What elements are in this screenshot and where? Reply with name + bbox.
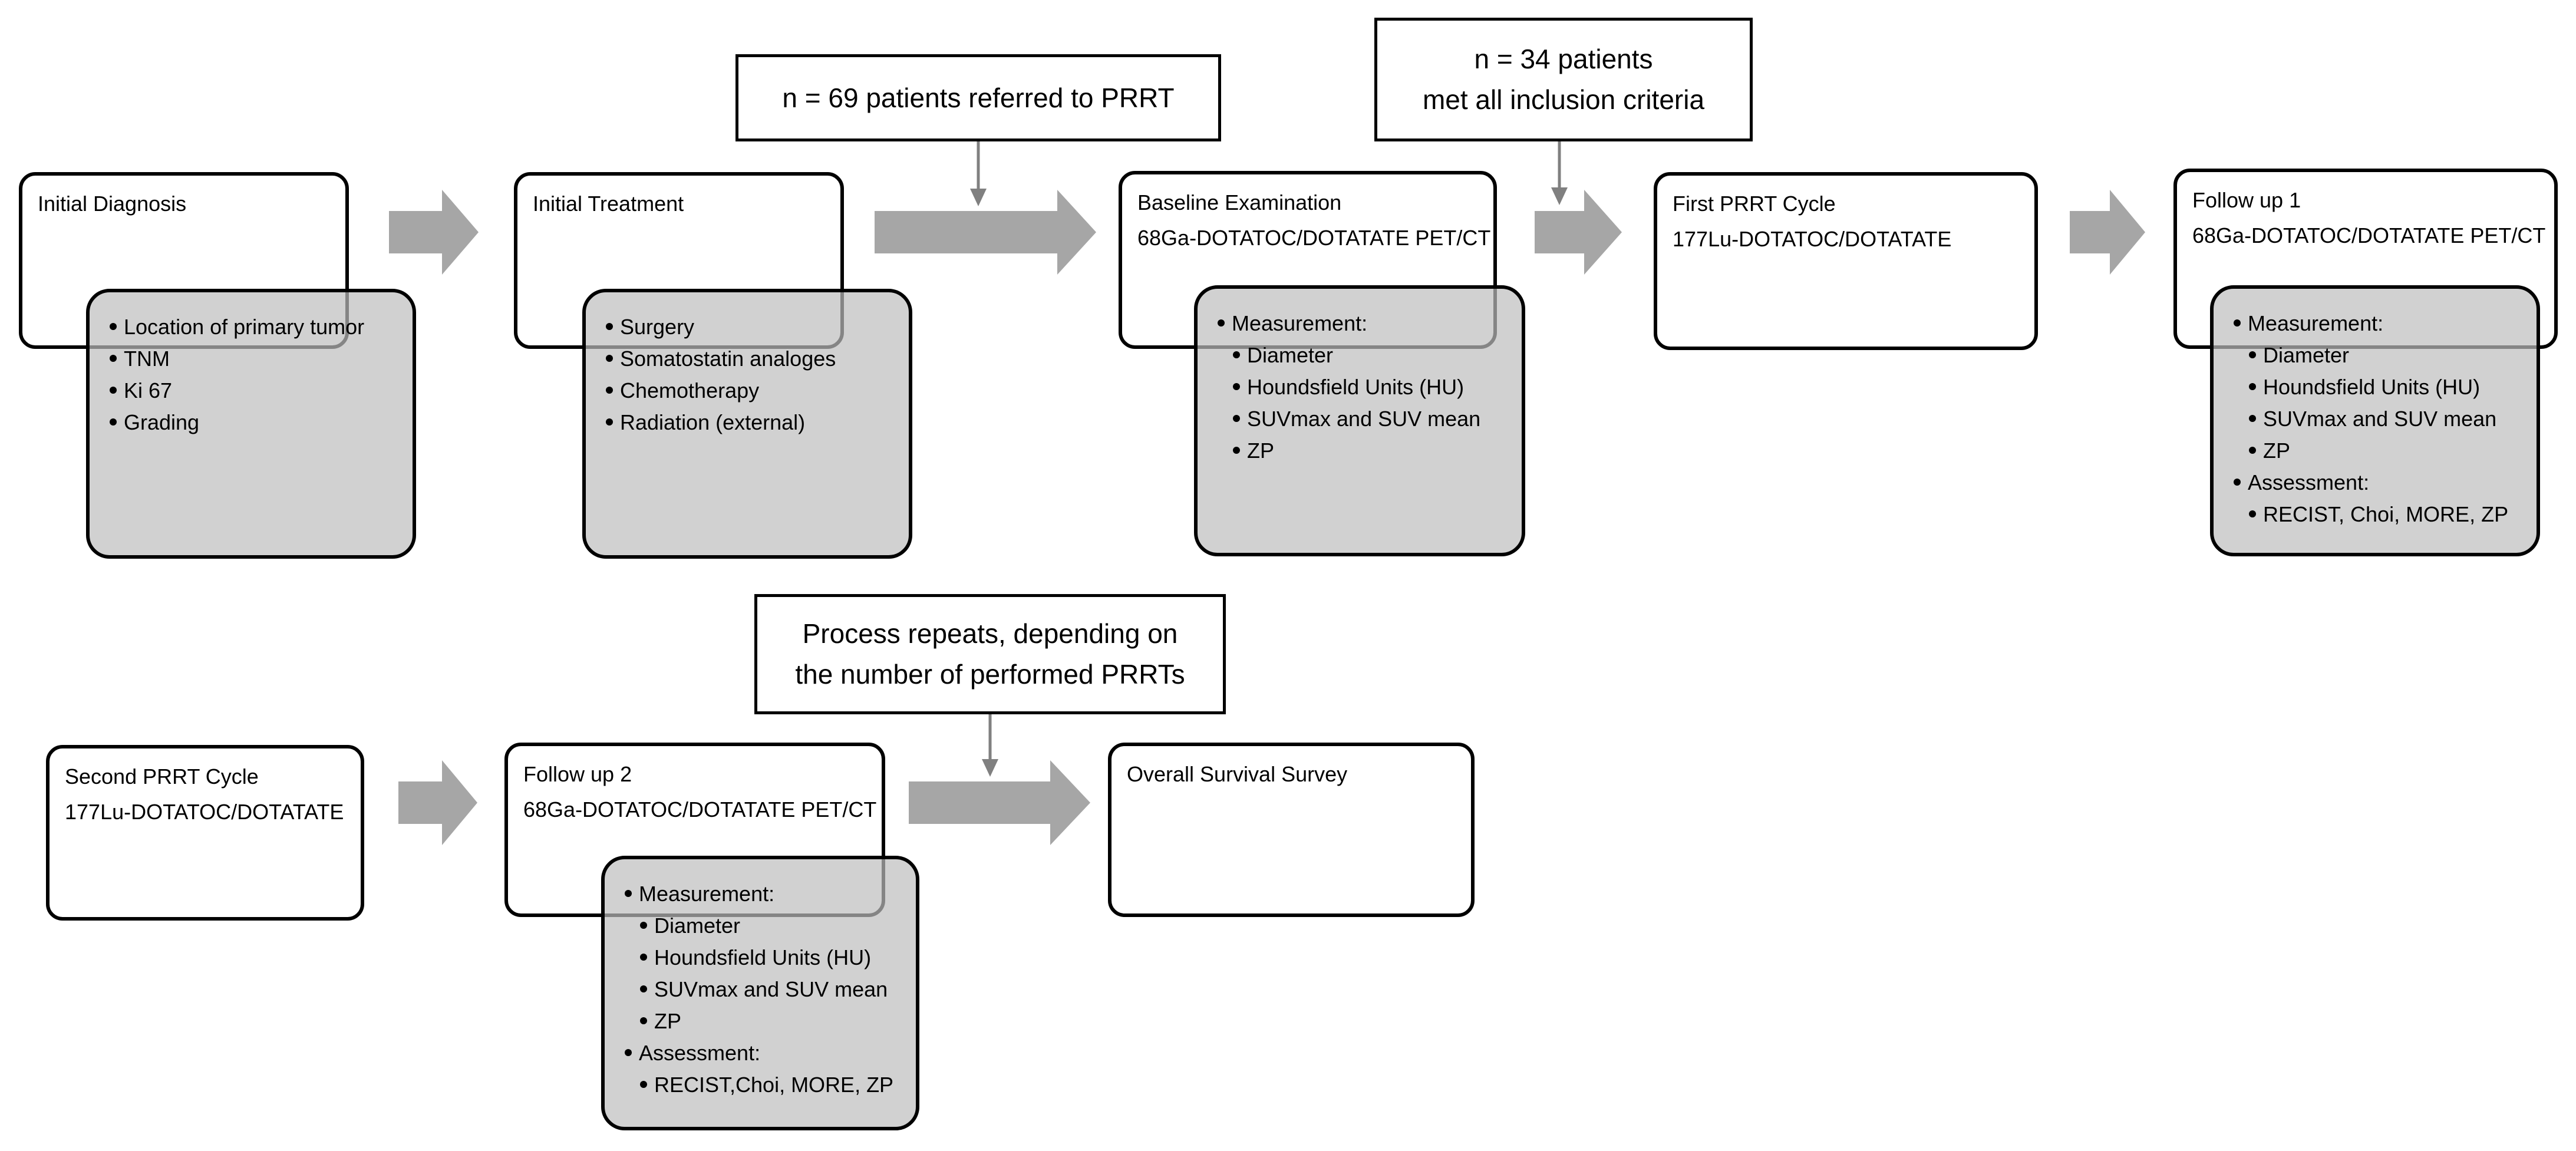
note-process-repeats: Process repeats, depending on the number… <box>754 594 1226 714</box>
list-item: Houndsfield Units (HU) <box>625 942 893 974</box>
follow-up-2-title: Follow up 2 <box>523 762 632 786</box>
bullet-icon <box>625 890 632 898</box>
list-item: ZP <box>1218 435 1480 467</box>
flow-arrow-6 <box>909 760 1090 845</box>
bullet-icon <box>640 1081 647 1089</box>
step-overall-survival-survey: Overall Survival Survey <box>1108 743 1475 917</box>
list-item: Assessment: <box>625 1037 893 1069</box>
list-item: ZP <box>2234 435 2508 467</box>
initial-treatment-details: Surgery Somatostatin analoges Chemothera… <box>582 289 912 559</box>
list-item: Houndsfield Units (HU) <box>1218 371 1480 403</box>
note-inclusion-criteria: n = 34 patients met all inclusion criter… <box>1374 18 1753 141</box>
baseline-details: Measurement: Diameter Houndsfield Units … <box>1194 285 1525 556</box>
bullet-icon <box>606 418 613 426</box>
first-prrt-title: First PRRT Cycle <box>1673 192 1836 216</box>
step-second-prrt-cycle: Second PRRT Cycle 177Lu-DOTATOC/DOTATATE <box>46 745 364 921</box>
bullet-icon <box>1233 415 1240 423</box>
list-item: ZP <box>625 1005 893 1037</box>
follow-up-2-subtitle: 68Ga-DOTATOC/DOTATATE PET/CT <box>523 797 877 822</box>
bullet-icon <box>2249 510 2256 518</box>
note-inclusion-line2: met all inclusion criteria <box>1422 84 1705 115</box>
initial-treatment-title: Initial Treatment <box>533 192 684 216</box>
note-patients-referred-text: n = 69 patients referred to PRRT <box>782 82 1175 113</box>
bullet-icon <box>2234 319 2241 327</box>
second-prrt-title: Second PRRT Cycle <box>65 764 259 789</box>
bullet-icon <box>640 985 647 993</box>
second-prrt-subtitle: 177Lu-DOTATOC/DOTATATE <box>65 800 344 824</box>
note-repeat-line2: the number of performed PRRTs <box>795 659 1185 690</box>
bullet-icon <box>606 323 613 331</box>
bullet-icon <box>2234 479 2241 486</box>
bullet-icon <box>110 323 117 331</box>
follow-up-2-details: Measurement: Diameter Houndsfield Units … <box>601 856 919 1130</box>
baseline-subtitle: 68Ga-DOTATOC/DOTATATE PET/CT <box>1137 226 1491 250</box>
bullet-icon <box>1233 447 1240 454</box>
bullet-icon <box>625 1049 632 1057</box>
bullet-icon <box>1218 319 1225 327</box>
list-item: SUVmax and SUV mean <box>625 974 893 1005</box>
list-item: RECIST,Choi, MORE, ZP <box>625 1069 893 1101</box>
flow-arrow-4 <box>2070 190 2145 275</box>
list-item: Assessment: <box>2234 467 2508 499</box>
list-item: Diameter <box>1218 339 1480 371</box>
bullet-icon <box>1233 383 1240 391</box>
follow-up-1-title: Follow up 1 <box>2192 188 2301 212</box>
bullet-icon <box>640 954 647 961</box>
list-item: Ki 67 <box>110 375 364 407</box>
list-item: Diameter <box>625 910 893 942</box>
connector-inclusion-arrow <box>1551 141 1568 205</box>
overall-survival-title: Overall Survival Survey <box>1127 762 1348 786</box>
initial-diagnosis-details: Location of primary tumor TNM Ki 67 Grad… <box>86 289 416 559</box>
note-inclusion-line1: n = 34 patients <box>1474 44 1653 74</box>
bullet-icon <box>640 1017 647 1025</box>
bullet-icon <box>606 387 613 394</box>
list-item: Grading <box>110 407 364 438</box>
list-item: Chemotherapy <box>606 375 836 407</box>
bullet-icon <box>110 387 117 394</box>
bullet-icon <box>110 355 117 362</box>
list-item: RECIST, Choi, MORE, ZP <box>2234 499 2508 530</box>
list-item: Location of primary tumor <box>110 311 364 343</box>
bullet-icon <box>640 922 647 929</box>
flow-arrow-3 <box>1535 190 1622 275</box>
list-item: Diameter <box>2234 339 2508 371</box>
list-item: Measurement: <box>2234 308 2508 339</box>
bullet-icon <box>1233 351 1240 359</box>
list-item: SUVmax and SUV mean <box>2234 403 2508 435</box>
baseline-title: Baseline Examination <box>1137 190 1342 215</box>
bullet-icon <box>2249 351 2256 359</box>
list-item: SUVmax and SUV mean <box>1218 403 1480 435</box>
follow-up-1-subtitle: 68Ga-DOTATOC/DOTATATE PET/CT <box>2192 223 2546 248</box>
list-item: Measurement: <box>1218 308 1480 339</box>
bullet-icon <box>110 418 117 426</box>
list-item: Surgery <box>606 311 836 343</box>
step-first-prrt-cycle: First PRRT Cycle 177Lu-DOTATOC/DOTATATE <box>1654 172 2038 350</box>
list-item: TNM <box>110 343 364 375</box>
list-item: Houndsfield Units (HU) <box>2234 371 2508 403</box>
bullet-icon <box>2249 415 2256 423</box>
note-patients-referred: n = 69 patients referred to PRRT <box>735 54 1221 141</box>
bullet-icon <box>2249 447 2256 454</box>
follow-up-1-details: Measurement: Diameter Houndsfield Units … <box>2210 285 2540 556</box>
connector-referred-arrow <box>970 141 987 206</box>
initial-diagnosis-title: Initial Diagnosis <box>38 192 187 216</box>
flow-arrow-1 <box>389 190 479 275</box>
flow-arrow-5 <box>398 760 477 845</box>
note-repeat-line1: Process repeats, depending on <box>802 618 1178 649</box>
list-item: Radiation (external) <box>606 407 836 438</box>
flow-arrow-2 <box>875 190 1096 275</box>
bullet-icon <box>2249 383 2256 391</box>
first-prrt-subtitle: 177Lu-DOTATOC/DOTATATE <box>1673 227 1952 251</box>
list-item: Measurement: <box>625 878 893 910</box>
connector-repeats-arrow <box>982 714 998 777</box>
list-item: Somatostatin analoges <box>606 343 836 375</box>
bullet-icon <box>606 355 613 362</box>
